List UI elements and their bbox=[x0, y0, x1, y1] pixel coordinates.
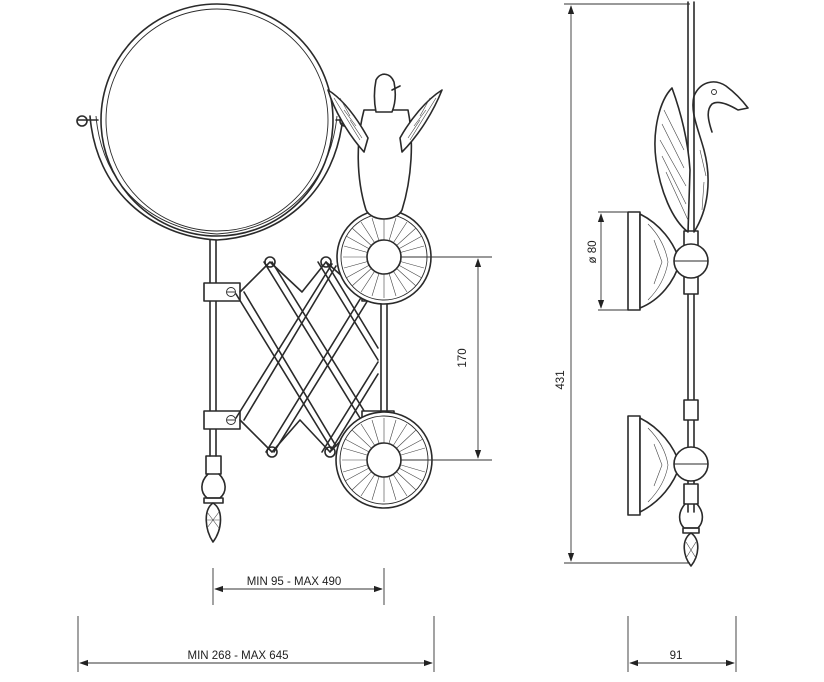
finial bbox=[201, 455, 226, 543]
depth-label: 91 bbox=[670, 650, 683, 662]
swan-ornament-side bbox=[654, 81, 749, 233]
side-finial bbox=[678, 503, 704, 567]
front-view: 170 MIN 95 - MAX 490 MIN 268 - MAX 645 bbox=[76, 3, 492, 672]
total-height-dimension: 431 bbox=[555, 3, 690, 564]
total-height-label: 431 bbox=[555, 370, 567, 389]
rosette-diameter-label: ø 80 bbox=[587, 240, 599, 263]
mount-spacing-dimension: 170 bbox=[400, 256, 492, 461]
mirror bbox=[76, 3, 351, 241]
arm-extension-dimension: MIN 95 - MAX 490 bbox=[212, 568, 385, 605]
side-view: 431 ø 80 bbox=[555, 1, 749, 672]
total-width-dimension: MIN 268 - MAX 645 bbox=[77, 616, 435, 672]
swan-ornament-front bbox=[327, 73, 443, 220]
mirror-rod bbox=[203, 239, 241, 457]
mount-spacing-label: 170 bbox=[457, 348, 469, 367]
upper-side-rosette bbox=[627, 211, 709, 311]
depth-dimension: 91 bbox=[627, 616, 737, 672]
total-width-label: MIN 268 - MAX 645 bbox=[188, 650, 289, 662]
arm-extension-label: MIN 95 - MAX 490 bbox=[247, 576, 342, 588]
lower-side-rosette bbox=[627, 415, 709, 516]
